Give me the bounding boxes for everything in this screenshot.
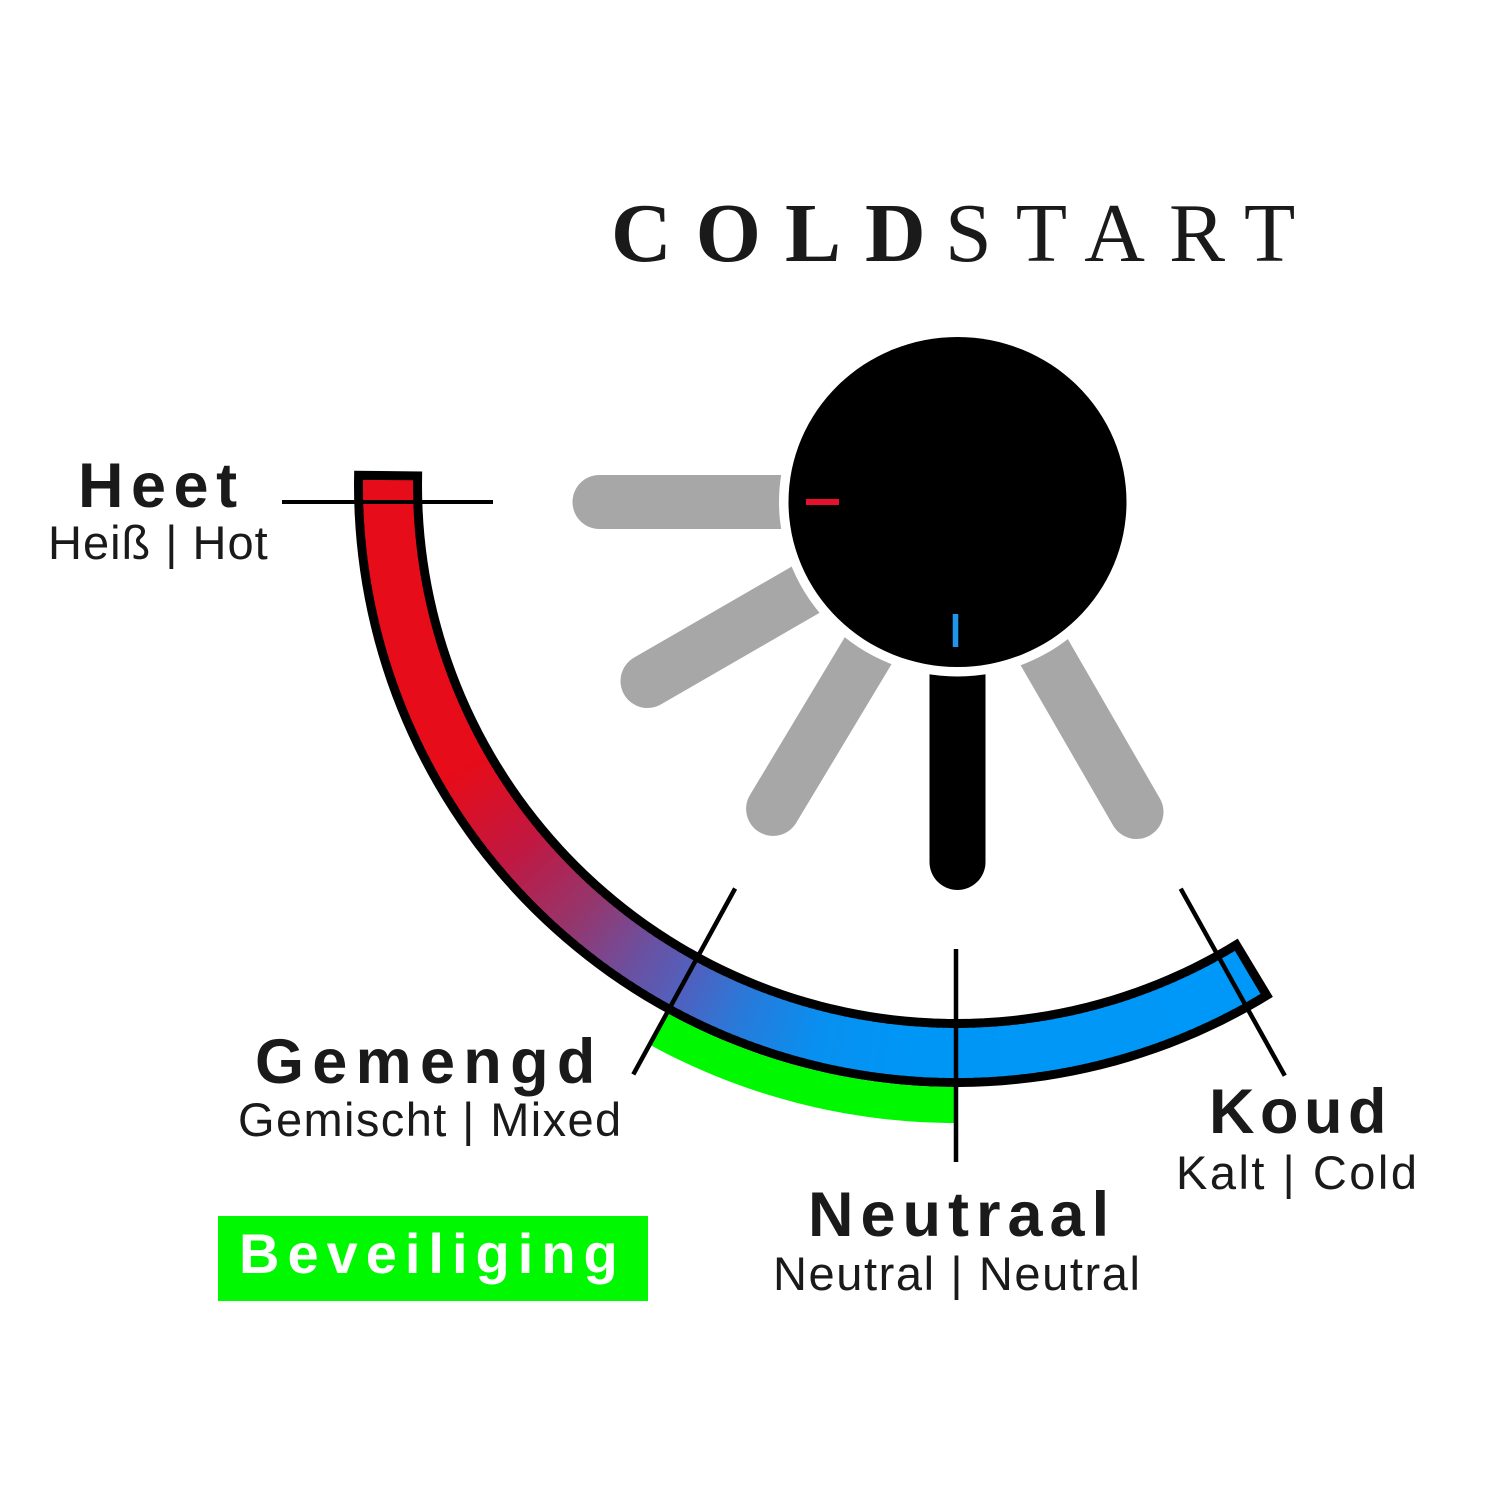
svg-text:Kalt | Cold: Kalt | Cold	[1176, 1146, 1419, 1199]
svg-text:Gemengd: Gemengd	[255, 1027, 604, 1097]
svg-text:Neutraal: Neutraal	[808, 1180, 1116, 1250]
svg-text:COLD: COLD	[611, 187, 950, 280]
svg-text:Heiß | Hot: Heiß | Hot	[48, 516, 269, 569]
svg-text:Neutral | Neutral: Neutral | Neutral	[773, 1247, 1142, 1300]
svg-text:Koud: Koud	[1209, 1077, 1392, 1147]
svg-text:Beveiliging: Beveiliging	[239, 1222, 626, 1285]
svg-text:START: START	[945, 187, 1319, 280]
svg-text:Gemischt | Mixed: Gemischt | Mixed	[238, 1093, 623, 1146]
svg-text:Heet: Heet	[78, 451, 245, 521]
